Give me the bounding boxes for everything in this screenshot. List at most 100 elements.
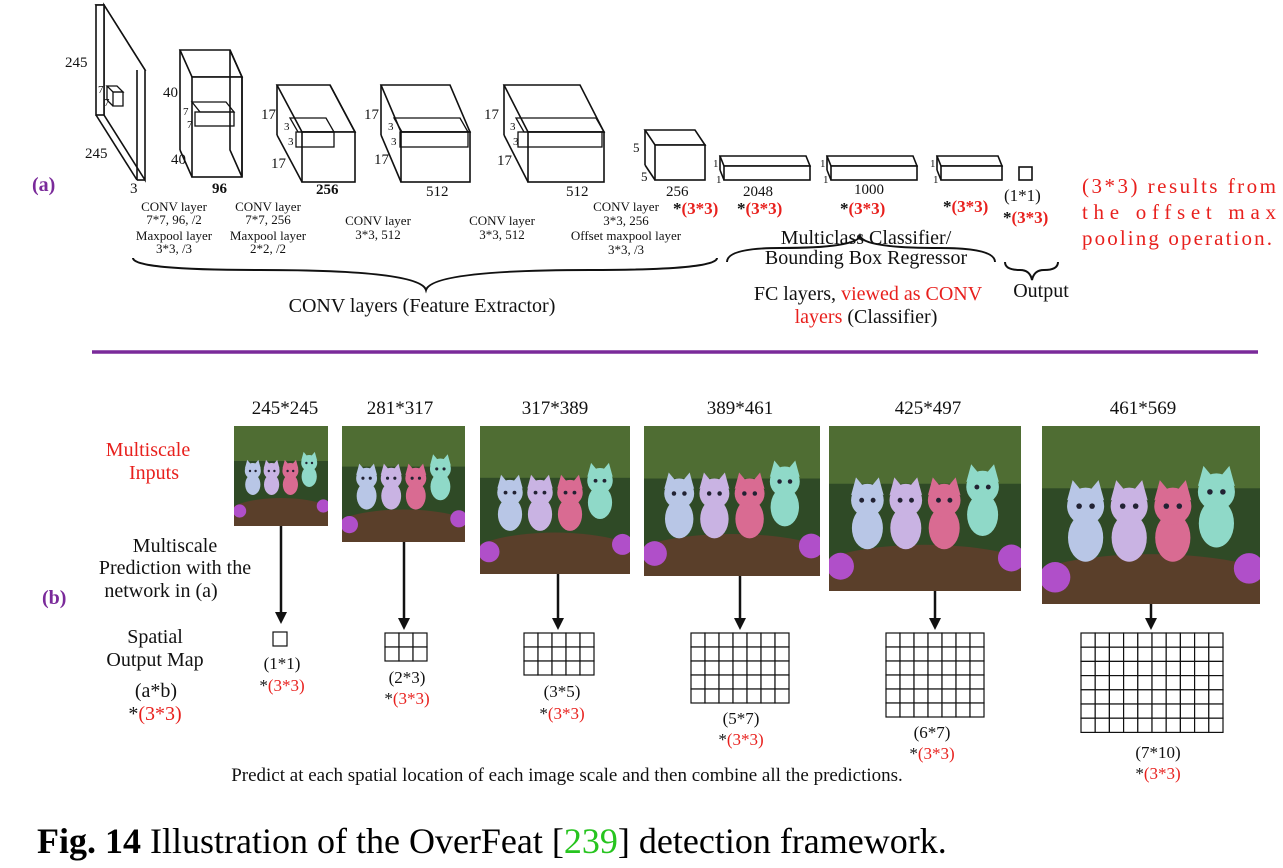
grid-cell: [760, 632, 776, 648]
conv1-width: 40: [171, 152, 186, 168]
layer1-line1: CONV layer: [141, 199, 208, 214]
conv4-kernel-w: 3: [513, 136, 519, 148]
scale-col-2: 317*389 (3*5) *(3*3): [522, 398, 595, 723]
grid-cell: [1122, 674, 1139, 691]
scale-size: 281*317: [367, 398, 434, 419]
grid-factor: *(3*3): [909, 744, 954, 763]
scale-size: 317*389: [522, 398, 589, 419]
grid-cell: [1193, 717, 1210, 734]
conv5-volume: [643, 129, 707, 181]
map-label-line2: Output Map: [106, 649, 203, 671]
grid-cell: [969, 674, 985, 690]
layer5-line2: 3*3, 256: [603, 213, 649, 228]
grid-size: (2*3): [389, 668, 426, 687]
grid-cell: [1094, 660, 1110, 677]
grid-cell: [1179, 689, 1196, 705]
fc1-dim-a: 1: [713, 158, 719, 170]
inputs-label-line1: Multiscale: [106, 439, 191, 461]
input-depth: 3: [130, 181, 138, 197]
grid-cell: [1151, 674, 1167, 691]
grid-cell: [955, 646, 971, 662]
grid-cell: [690, 660, 706, 676]
grid-cell: [927, 674, 943, 690]
fc2-dim-a: 1: [820, 158, 826, 170]
kitten-image-389: [644, 426, 820, 576]
grid-cell: [746, 646, 762, 662]
grid-cell: [1094, 674, 1110, 691]
grid-cell: [1179, 632, 1196, 648]
grid-cell: [565, 632, 581, 648]
grid-size: (3*5): [544, 682, 581, 701]
grid-cell: [1122, 646, 1139, 663]
grid-cell: [774, 688, 790, 704]
grid-cell: [774, 632, 790, 648]
layer1-line3: Maxpool layer: [136, 228, 213, 243]
kitten-image-245: [234, 426, 328, 526]
fc1-depth: 2048: [743, 184, 773, 200]
conv3-kernel-h: 3: [388, 121, 394, 133]
output-brace: [1004, 261, 1059, 281]
map-factor: *(3*3): [128, 703, 181, 725]
conv4-depth: 512: [566, 184, 589, 200]
grid-cell: [899, 674, 915, 690]
grid-cell: [955, 702, 971, 718]
grid-cell: [913, 688, 929, 704]
grid-cell: [885, 674, 901, 690]
grid-cell: [718, 660, 734, 676]
grid-cell: [1151, 717, 1167, 734]
conv5-depth: 256: [666, 184, 689, 200]
grid-cell: [565, 660, 581, 676]
factor-output: *(3*3): [1003, 208, 1048, 227]
conv4-height: 17: [484, 107, 500, 123]
fc2-depth: 1000: [854, 182, 884, 198]
conv2-width: 17: [271, 156, 287, 172]
conv4-kernel-h: 3: [510, 121, 516, 133]
conv1-volume: [178, 49, 244, 178]
grid-cell: [1094, 632, 1110, 648]
grid-cell: [774, 646, 790, 662]
grid-cell: [1122, 632, 1139, 648]
grid-cell: [537, 660, 553, 676]
grid-cell: [927, 660, 943, 676]
grid-size: (5*7): [723, 709, 760, 728]
grid-cell: [732, 632, 748, 648]
grid-cell: [746, 632, 762, 648]
grid-cell: [1137, 689, 1153, 705]
grid-cell: [1080, 674, 1096, 691]
fc3-dim-b: 1: [933, 174, 939, 186]
grid-cell: [1165, 660, 1181, 677]
grid-cell: [969, 702, 985, 718]
grid-cell: [885, 632, 901, 648]
grid-cell: [398, 632, 414, 648]
grid-cell: [1179, 646, 1196, 663]
grid-cell: [955, 632, 971, 648]
grid-cell: [941, 660, 957, 676]
grid-cell: [579, 632, 595, 648]
prediction-label-line1: Multiscale: [133, 535, 218, 557]
grid-cell: [1179, 674, 1196, 691]
inputs-label-line2: Inputs: [129, 462, 179, 484]
classifier-label-line2: Bounding Box Regressor: [765, 247, 968, 269]
grid-cell: [1193, 632, 1210, 648]
grid-cell: [579, 660, 595, 676]
bottom-text: Predict at each spatial location of each…: [231, 765, 903, 786]
conv3-volume: [379, 84, 472, 183]
grid-cell: [969, 632, 985, 648]
kitten-image-425: [829, 426, 1021, 591]
grid-cell: [1108, 689, 1125, 705]
grid-cell: [1165, 703, 1181, 719]
grid-cell: [1137, 717, 1153, 734]
grid-cell: [969, 660, 985, 676]
part-a: [94, 2, 1059, 294]
part-b-side-labels: Multiscale Inputs Multiscale Prediction …: [99, 439, 251, 725]
grid-cell: [760, 674, 776, 690]
grid-cell: [1080, 632, 1096, 648]
grid-cell: [718, 646, 734, 662]
grid-cell: [565, 646, 581, 662]
part-b: (b) Multiscale Inputs Multiscale Predict…: [42, 398, 1224, 786]
grid-cell: [1179, 717, 1196, 734]
layer3-line2: 3*3, 512: [355, 227, 401, 242]
grid-cell: [1151, 660, 1167, 677]
fc2-dim-b: 1: [823, 174, 829, 186]
